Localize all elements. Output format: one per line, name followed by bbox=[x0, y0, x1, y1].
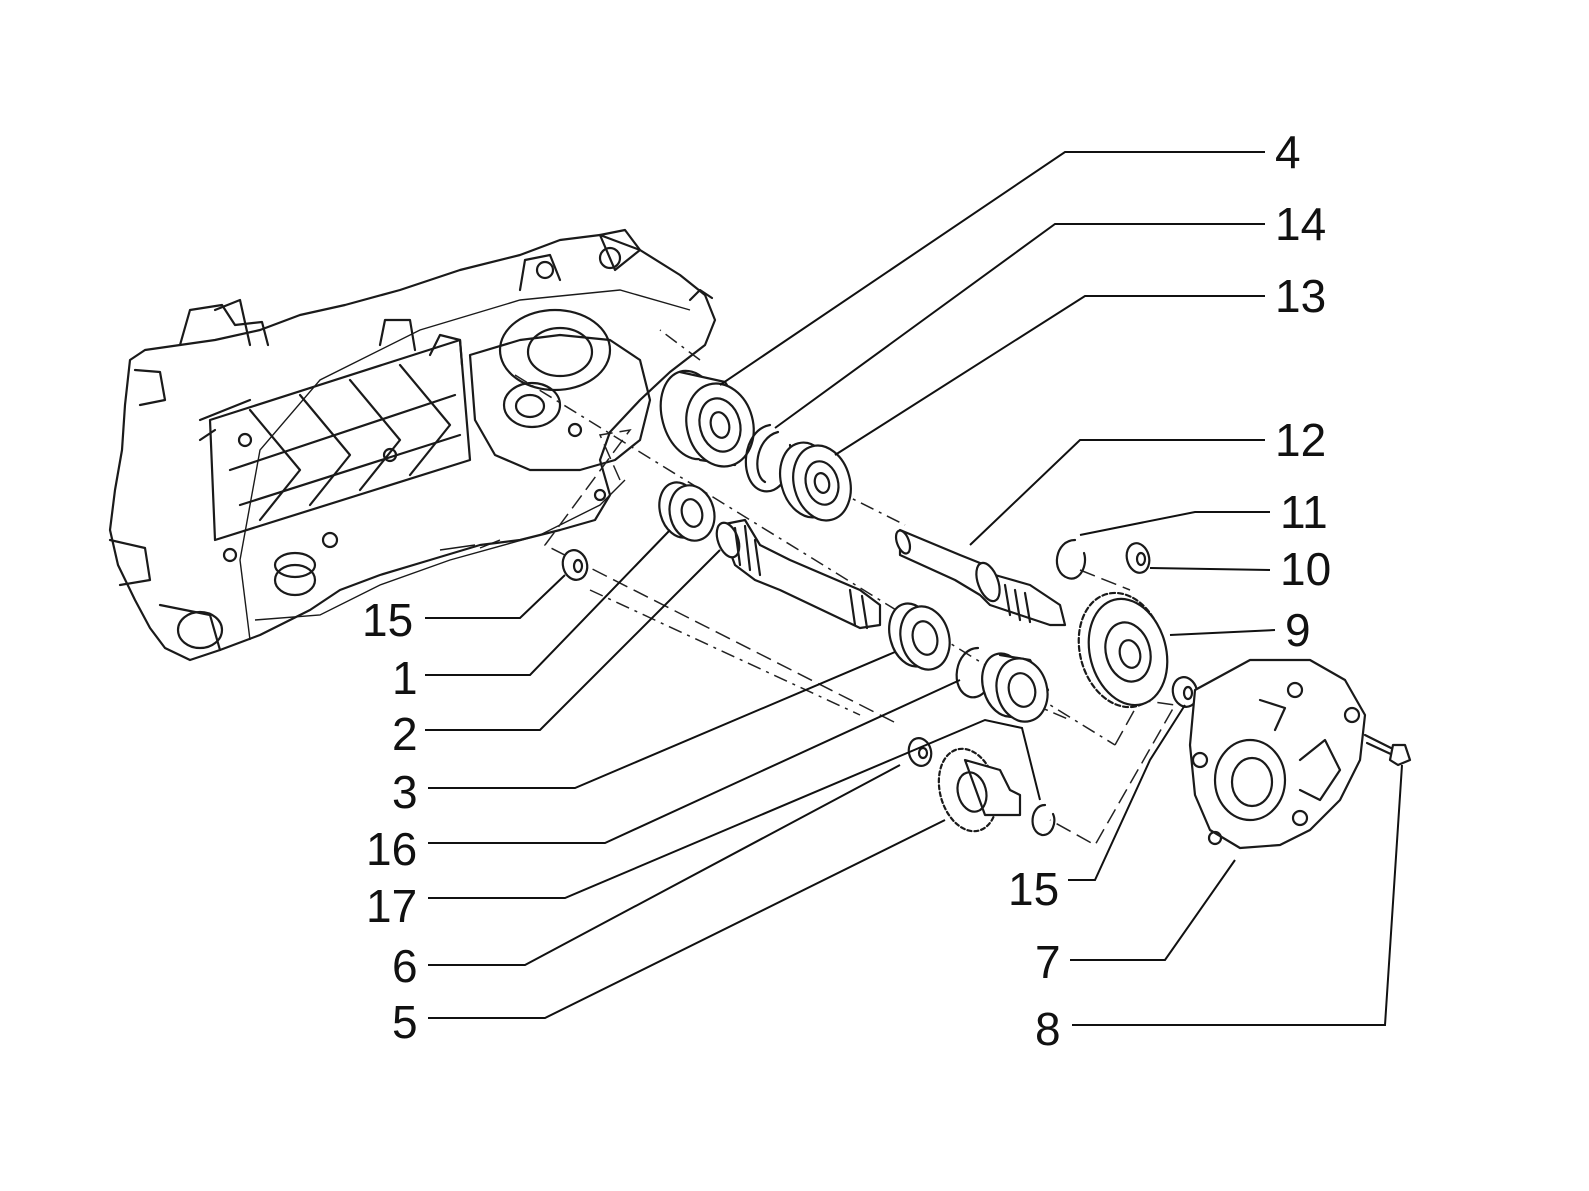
callout-15-left: 15 bbox=[362, 594, 413, 646]
callout-3: 3 bbox=[392, 766, 418, 818]
leader-lines bbox=[425, 151, 1403, 1026]
part-11-circlip bbox=[1055, 538, 1087, 580]
part-2-shaft bbox=[715, 518, 882, 630]
callout-2: 2 bbox=[392, 708, 418, 760]
part-15-washer-left bbox=[561, 549, 589, 581]
part-10-washer bbox=[1125, 542, 1151, 574]
callout-8: 8 bbox=[1035, 1003, 1061, 1055]
callout-labels: 4 14 13 12 11 10 9 15 1 2 3 16 17 6 5 15… bbox=[362, 126, 1331, 1055]
callout-4: 4 bbox=[1275, 126, 1301, 178]
callout-5: 5 bbox=[392, 996, 418, 1048]
callout-13: 13 bbox=[1275, 270, 1326, 322]
part-5-gear bbox=[937, 747, 1022, 833]
part-17-bearing bbox=[981, 652, 1050, 723]
part-9-gear bbox=[1077, 591, 1169, 709]
callout-16: 16 bbox=[366, 823, 417, 875]
part-3-bearing bbox=[888, 602, 951, 671]
part-7-cover bbox=[1188, 658, 1367, 850]
part-8-bolt bbox=[1363, 733, 1412, 767]
part-12-shaft bbox=[894, 528, 1067, 627]
callout-12: 12 bbox=[1275, 414, 1326, 466]
part-4-bearing bbox=[659, 369, 755, 468]
callout-15-right: 15 bbox=[1008, 863, 1059, 915]
callout-11: 11 bbox=[1280, 486, 1328, 538]
callout-17: 17 bbox=[366, 880, 417, 932]
part-1-bearing bbox=[658, 481, 716, 542]
callout-6: 6 bbox=[392, 940, 418, 992]
callout-1: 1 bbox=[392, 652, 418, 704]
callout-7: 7 bbox=[1035, 936, 1061, 988]
callout-14: 14 bbox=[1275, 198, 1326, 250]
callout-9: 9 bbox=[1285, 604, 1311, 656]
part-13-bearing bbox=[779, 441, 852, 522]
crankcase-housing bbox=[108, 228, 717, 662]
callout-10: 10 bbox=[1280, 543, 1331, 595]
circlip-small bbox=[1031, 803, 1056, 837]
